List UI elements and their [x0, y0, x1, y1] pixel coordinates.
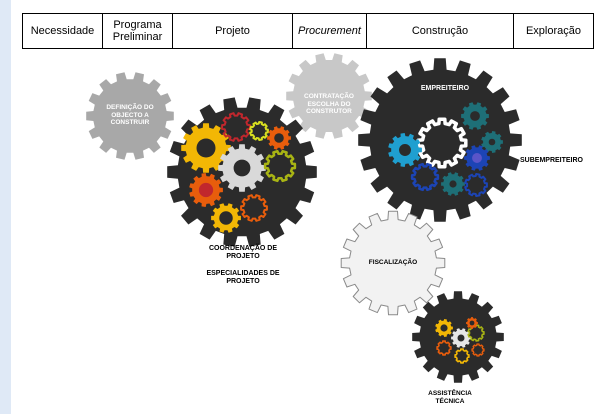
gear-construcao-white-icon: [416, 117, 468, 169]
phase-programa-preliminar-label: Programa Preliminar: [112, 19, 163, 43]
gear-construcao-navy-icon: [410, 162, 440, 192]
label-empreiteiro: EMPREITEIRO: [420, 85, 470, 92]
gear-construcao-teal-icon-hub: [470, 111, 480, 121]
gear-assistencia-olive-icon: [467, 324, 485, 342]
label-definicao: DEFINIÇÃO DO OBJECTO A CONSTRUIR: [106, 104, 154, 126]
gear-assistencia-orange-icon-hub: [469, 320, 475, 326]
gear-projeto-yellow-icon-hub: [196, 138, 216, 158]
gear-assistencia-red-icon-body: [436, 340, 452, 356]
gear-definicao-icon-body: [86, 72, 174, 160]
gear-assistencia-yellow2-icon-body: [454, 348, 470, 364]
label-subempreiteiro: SUBEMPREITEIRO: [520, 157, 584, 164]
gear-projeto-red-outline-icon: [221, 112, 251, 142]
gear-projeto-orange-icon: [267, 126, 291, 150]
gear-construcao-cyan-icon: [388, 133, 422, 167]
gear-construcao-blue2-icon-body: [464, 173, 488, 197]
label-coordenacao: COORDENAÇÃO DE PROJETO: [208, 245, 278, 260]
gear-projeto-white-icon: [218, 144, 266, 192]
gear-assistencia-orange-icon: [466, 317, 478, 329]
gear-projeto-olive-icon-body: [263, 149, 297, 183]
gear-construcao-icon-body: [358, 58, 522, 222]
gear-construcao-teal3-icon-hub: [449, 180, 457, 188]
gear-construcao-navy-icon-body: [410, 162, 440, 192]
gear-contratacao-icon-body: [286, 53, 372, 139]
gear-assistencia-yellow2-icon: [454, 348, 470, 364]
phase-construcao: Construção: [367, 14, 514, 48]
gear-assistencia-yellow-icon: [435, 319, 453, 337]
phase-exploracao: Exploração: [525, 25, 582, 37]
label-contratacao: CONTRATAÇÃO ESCOLHA DO CONSTRUTOR: [304, 93, 354, 115]
gear-projeto-yellow2-icon-hub: [219, 211, 233, 225]
gear-projeto-lime-icon: [249, 121, 269, 141]
gear-assistencia-white-icon-hub: [457, 334, 465, 342]
gear-projeto-red-icon-hub: [198, 182, 214, 198]
phase-procurement: Procurement: [293, 14, 367, 48]
gear-projeto-red-icon: [189, 173, 223, 207]
gear-projeto-orange2-icon: [240, 194, 268, 222]
gear-construcao-cyan-icon-hub: [399, 144, 411, 156]
gear-projeto-yellow2-icon: [211, 203, 241, 233]
gear-assistencia-yellow-icon-hub: [440, 324, 448, 332]
phase-necessidade: Necessidade: [23, 14, 103, 48]
gear-construcao-blue2-icon: [464, 173, 488, 197]
gear-construcao-teal2-icon-hub: [488, 138, 496, 146]
gear-construcao-icon: [358, 58, 522, 222]
gear-construcao-teal2-icon: [481, 131, 503, 153]
label-fiscalizacao: FISCALIZAÇÃO: [368, 259, 418, 266]
gear-projeto-white-icon-hub: [233, 159, 251, 177]
gear-fiscalizacao-icon-body: [340, 210, 446, 316]
gear-construcao-white-icon-body: [416, 117, 468, 169]
gear-assistencia-red-icon: [436, 340, 452, 356]
gear-construcao-blue-icon-hub: [472, 153, 482, 163]
gear-fiscalizacao-icon: [340, 210, 446, 316]
phase-header-table: Necessidade Programa Preliminar Projeto …: [22, 13, 594, 49]
gear-assistencia-olive-icon-body: [467, 324, 485, 342]
gear-projeto-yellow-icon: [181, 123, 231, 173]
gear-projeto-red-outline-icon-body: [221, 112, 251, 142]
gear-projeto-lime-icon-body: [249, 121, 269, 141]
gear-contratacao-icon: [286, 53, 372, 139]
gear-definicao-icon: [86, 72, 174, 160]
gear-assistencia-orange2-icon: [471, 343, 485, 357]
gear-projeto-orange2-icon-body: [240, 194, 268, 222]
phase-programa-preliminar: Programa Preliminar: [103, 14, 173, 48]
label-especialidades: ESPECIALIDADES DE PROJETO: [206, 270, 280, 285]
gear-projeto-olive-icon: [263, 149, 297, 183]
label-assistencia: ASSISTÊNCIA TÉCNICA: [428, 390, 472, 405]
gear-assistencia-orange2-icon-body: [471, 343, 485, 357]
gear-construcao-teal-icon: [461, 102, 489, 130]
gear-construcao-teal3-icon: [441, 172, 465, 196]
gear-assistencia-white-icon: [451, 328, 471, 348]
phase-projeto: Projeto: [173, 14, 293, 48]
gear-construcao-blue-icon: [464, 145, 490, 171]
gear-projeto-orange-icon-hub: [274, 133, 284, 143]
